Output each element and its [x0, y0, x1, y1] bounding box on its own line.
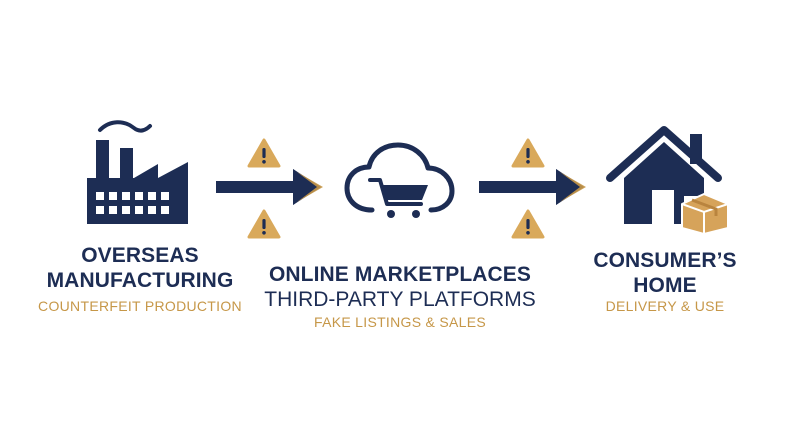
stage-1-title-line-1: OVERSEAS	[81, 244, 199, 267]
stage-3-subtitle: DELIVERY & USE	[605, 298, 725, 314]
stage-1-title-line-2: MANUFACTURING	[46, 269, 234, 293]
warning-icon	[247, 138, 281, 168]
house-package-icon	[606, 126, 729, 234]
stage-2-title-line-2: THIRD-PARTY PLATFORMS	[264, 288, 536, 312]
warning-icon	[247, 209, 281, 239]
stage-3-title-line-2: HOME	[633, 274, 697, 298]
factory-icon	[87, 120, 188, 224]
stage-2-title: ONLINE MARKETPLACES THIRD-PARTY PLATFORM…	[250, 263, 550, 312]
warning-icon	[511, 138, 545, 168]
cloud-cart-icon	[344, 142, 455, 218]
stage-1-title: OVERSEAS MANUFACTURING	[20, 244, 260, 293]
warning-icon	[511, 209, 545, 239]
stage-2-subtitle: FAKE LISTINGS & SALES	[313, 314, 487, 330]
stage-1-subtitle: COUNTERFEIT PRODUCTION	[38, 298, 242, 314]
stage-3-title: CONSUMER’S HOME	[560, 249, 770, 298]
shopping-cart-icon	[368, 178, 428, 218]
stage-3-title-line-1: CONSUMER’S	[593, 249, 737, 272]
stage-2-title-line-1: ONLINE MARKETPLACES	[268, 263, 532, 286]
arrow-right-icon	[479, 169, 586, 205]
arrow-right-icon	[216, 169, 323, 205]
package-icon	[681, 193, 729, 234]
